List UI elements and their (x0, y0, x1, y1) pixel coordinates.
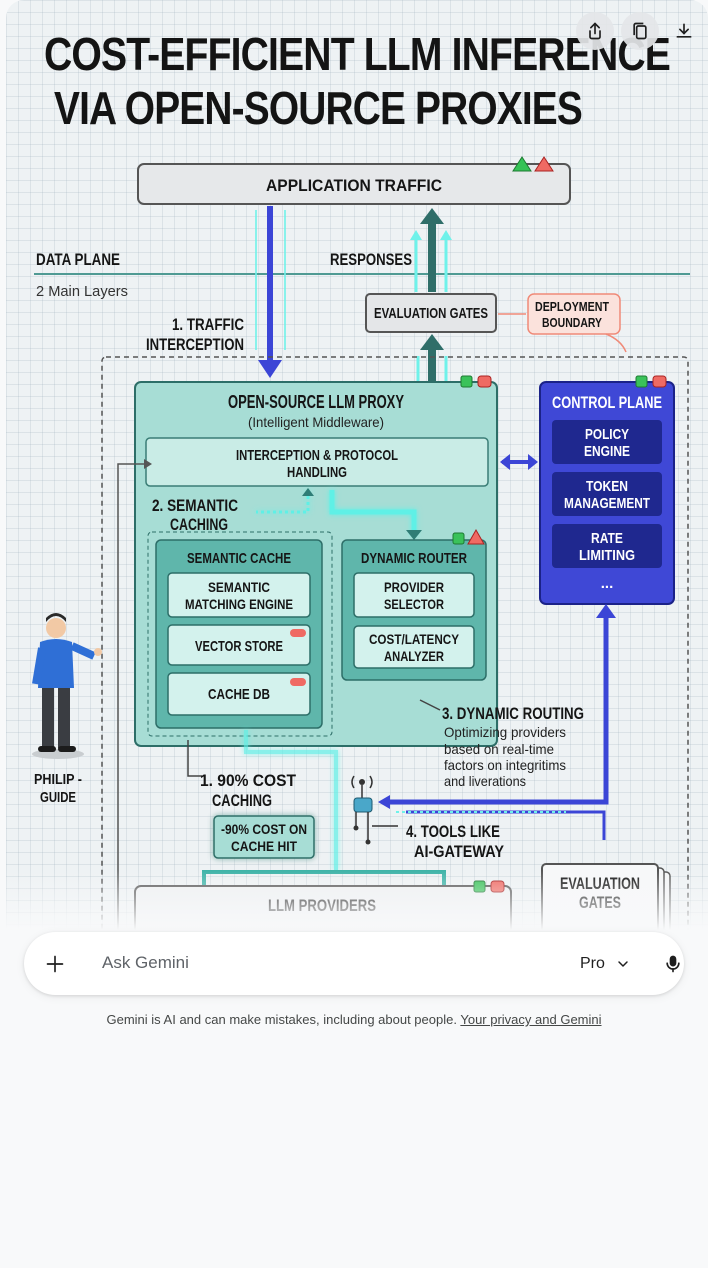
chevron-down-icon (618, 961, 628, 967)
interception-label: INTERCEPTION & PROTOCOL (236, 447, 398, 464)
cost-caching-label: 1. 90% COST (200, 771, 297, 790)
policy-engine-label: POLICY (585, 426, 629, 443)
gateway-tool-icon (351, 775, 398, 845)
evaluation-gates-top-label: EVALUATION GATES (374, 305, 488, 322)
deployment-boundary-box (527, 293, 621, 335)
architecture-diagram: COST-EFFICIENT LLM INFERENCE VIA OPEN-SO… (32, 28, 690, 930)
cost-latency-label-2: ANALYZER (384, 648, 444, 664)
provider-selector-label: PROVIDER (384, 579, 444, 595)
token-management-label: TOKEN (586, 478, 628, 495)
microphone-icon (666, 955, 680, 973)
rate-limiting-label: RATE (591, 530, 623, 547)
deployment-boundary-label: DEPLOYMENT (535, 299, 609, 314)
rate-limiting-box (552, 524, 662, 568)
footer-disclaimer: Gemini is AI and can make mistakes, incl… (0, 1012, 708, 1027)
application-traffic-box (137, 163, 571, 205)
cost-hit-label: -90% COST ON (221, 821, 307, 837)
cost-caching-label-2: CACHING (212, 791, 272, 810)
policy-engine-box (552, 420, 662, 464)
diagram-title-line2: VIA OPEN-SOURCE PROXIES (54, 82, 582, 134)
deployment-boundary-dashed (101, 356, 689, 930)
generated-image[interactable]: COST-EFFICIENT LLM INFERENCE VIA OPEN-SO… (6, 0, 708, 930)
download-icon (676, 23, 692, 38)
llm-proxy-title: OPEN-SOURCE LLM PROXY (228, 392, 404, 412)
add-attachment-button[interactable] (40, 949, 70, 979)
matching-engine-label: SEMANTIC (208, 579, 270, 595)
download-button[interactable] (665, 12, 703, 50)
deployment-boundary-label-2: BOUNDARY (542, 315, 602, 330)
routing-desc-3: factors on integritims (444, 757, 566, 773)
semantic-caching-label: 2. SEMANTIC (152, 496, 238, 515)
control-plane-title: CONTROL PLANE (552, 393, 662, 412)
semantic-cache-title: SEMANTIC CACHE (187, 550, 291, 567)
data-plane-label: DATA PLANE (36, 250, 120, 269)
routing-desc-2: based on real-time (444, 741, 554, 757)
policy-engine-label-2: ENGINE (584, 443, 630, 460)
tools-label: 4. TOOLS LIKE (406, 822, 500, 841)
main-layers-label: 2 Main Layers (36, 283, 128, 300)
cache-db-box (167, 672, 311, 716)
rate-limiting-label-2: LIMITING (579, 547, 635, 564)
traffic-interception-label-2: INTERCEPTION (146, 335, 244, 354)
application-traffic-label: APPLICATION TRAFFIC (266, 176, 442, 195)
responses-label: RESPONSES (330, 250, 412, 269)
provider-selector-label-2: SELECTOR (384, 596, 444, 612)
diagram-title-line1: COST-EFFICIENT LLM INFERENCE (44, 28, 670, 80)
guide-figure (32, 613, 102, 759)
status-triangle-red (534, 156, 554, 172)
vector-store-label: VECTOR STORE (195, 638, 283, 655)
semantic-caching-label-2: CACHING (170, 515, 228, 534)
dynamic-routing-label: 3. DYNAMIC ROUTING (442, 704, 584, 723)
model-selector[interactable]: Pro (580, 949, 631, 979)
evaluation-gates-bottom-label: EVALUATION (560, 874, 640, 893)
microphone-button[interactable] (658, 949, 688, 979)
routing-desc-4: and liverations (444, 773, 526, 789)
routing-desc-1: Optimizing providers (444, 724, 566, 740)
control-plane-more: ... (601, 575, 614, 592)
cost-hit-box (213, 815, 315, 859)
llm-proxy-subtitle: (Intelligent Middleware) (248, 414, 384, 430)
evaluation-gates-top-box (365, 293, 497, 333)
prompt-input[interactable] (102, 950, 522, 976)
disclaimer-text: Gemini is AI and can make mistakes, incl… (106, 1012, 457, 1027)
share-button[interactable] (576, 12, 614, 50)
share-icon (589, 22, 601, 40)
copy-icon (633, 22, 647, 40)
evaluation-gates-bottom-label-2: GATES (579, 893, 621, 912)
llm-providers-label: LLM PROVIDERS (268, 896, 376, 915)
traffic-interception-label: 1. TRAFFIC (172, 315, 244, 334)
copy-button[interactable] (621, 12, 659, 50)
prompt-bar: Pro (24, 932, 684, 995)
cost-hit-label-2: CACHE HIT (231, 838, 297, 854)
privacy-link[interactable]: Your privacy and Gemini (460, 1012, 602, 1027)
status-triangle-green (512, 156, 532, 172)
guide-name-2: GUIDE (40, 789, 76, 806)
tools-label-2: AI-GATEWAY (414, 842, 505, 861)
cache-db-label: CACHE DB (208, 686, 270, 703)
matching-engine-box (167, 572, 311, 618)
provider-selector-box (353, 572, 475, 618)
matching-engine-label-2: MATCHING ENGINE (185, 596, 293, 612)
cost-latency-label: COST/LATENCY (369, 631, 460, 647)
vector-store-box (167, 624, 311, 666)
guide-name: PHILIP - (34, 771, 82, 788)
dynamic-router-title: DYNAMIC ROUTER (361, 550, 467, 567)
plus-icon (46, 955, 64, 973)
cost-latency-box (353, 625, 475, 669)
token-management-box (552, 472, 662, 516)
token-management-label-2: MANAGEMENT (564, 495, 650, 512)
interception-label-2: HANDLING (287, 464, 347, 481)
model-selector-label: Pro (580, 955, 605, 972)
